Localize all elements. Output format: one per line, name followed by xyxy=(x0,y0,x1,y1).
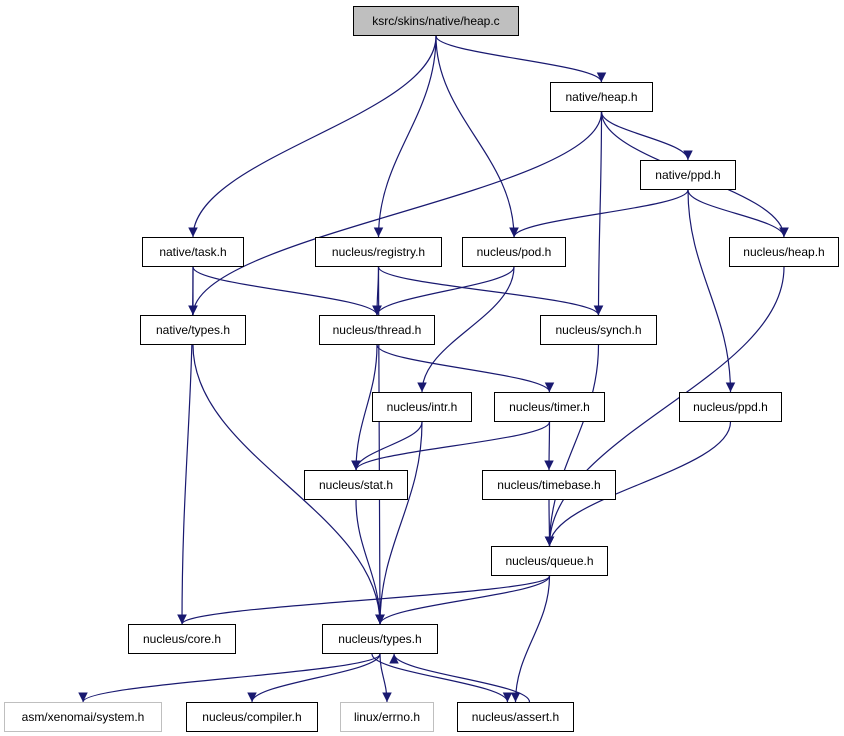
edge-nucleus-queue-h-to-nucleus-core-h xyxy=(177,575,551,625)
edge-nucleus-timebase-h-to-nucleus-queue-h xyxy=(544,499,555,547)
edge-nucleus-types-h-to-asm-system-h xyxy=(78,653,381,703)
node-nucleus-thread-h[interactable]: nucleus/thread.h xyxy=(319,315,435,345)
edge-nucleus-thread-h-to-nucleus-stat-h xyxy=(351,344,378,471)
node-linux-errno-h: linux/errno.h xyxy=(340,702,434,732)
edge-nucleus-queue-h-to-nucleus-types-h xyxy=(375,575,551,625)
edge-nucleus-timer-h-to-nucleus-timebase-h xyxy=(544,421,554,471)
node-native-ppd-h[interactable]: native/ppd.h xyxy=(640,160,736,190)
edge-nucleus-synch-h-to-nucleus-queue-h xyxy=(544,344,600,547)
edge-nucleus-types-h-to-linux-errno-h xyxy=(379,653,392,703)
node-asm-xenomai-system-h: asm/xenomai/system.h xyxy=(4,702,162,732)
edge-nucleus-ppd-h-to-nucleus-queue-h xyxy=(544,421,732,547)
edge-nucleus-types-h-to-nucleus-assert-h xyxy=(371,653,513,703)
node-nucleus-timer-h[interactable]: nucleus/timer.h xyxy=(494,392,605,422)
node-native-heap-h[interactable]: native/heap.h xyxy=(550,82,653,112)
edge-nucleus-assert-h-to-nucleus-types-h xyxy=(389,653,531,703)
node-heap-c[interactable]: ksrc/skins/native/heap.c xyxy=(353,6,519,36)
edge-nucleus-pod-h-to-nucleus-thread-h xyxy=(372,266,515,316)
edge-heap-c-to-native-heap-h xyxy=(435,35,607,83)
node-nucleus-stat-h[interactable]: nucleus/stat.h xyxy=(304,470,408,500)
edge-nucleus-stat-h-to-nucleus-types-h xyxy=(355,499,385,625)
edge-heap-c-to-nucleus-registry-h xyxy=(373,35,437,238)
node-native-types-h[interactable]: native/types.h xyxy=(140,315,246,345)
edge-native-ppd-h-to-nucleus-heap-h xyxy=(687,189,789,238)
edge-nucleus-pod-h-to-nucleus-intr-h xyxy=(417,266,515,393)
edge-nucleus-queue-h-to-nucleus-assert-h xyxy=(510,575,551,703)
node-nucleus-intr-h[interactable]: nucleus/intr.h xyxy=(372,392,472,422)
node-nucleus-timebase-h[interactable]: nucleus/timebase.h xyxy=(482,470,616,500)
node-nucleus-compiler-h[interactable]: nucleus/compiler.h xyxy=(186,702,318,732)
node-nucleus-assert-h[interactable]: nucleus/assert.h xyxy=(457,702,574,732)
edge-native-types-h-to-nucleus-types-h xyxy=(192,344,385,625)
edge-nucleus-registry-h-to-nucleus-synch-h xyxy=(377,266,604,316)
edge-nucleus-types-h-to-nucleus-compiler-h xyxy=(247,653,381,703)
node-native-task-h[interactable]: native/task.h xyxy=(142,237,244,267)
node-nucleus-core-h[interactable]: nucleus/core.h xyxy=(128,624,236,654)
edge-layer xyxy=(78,35,789,703)
edge-native-task-h-to-nucleus-thread-h xyxy=(192,266,382,316)
edge-native-heap-h-to-native-types-h xyxy=(188,111,603,316)
node-nucleus-queue-h[interactable]: nucleus/queue.h xyxy=(491,546,608,576)
node-nucleus-registry-h[interactable]: nucleus/registry.h xyxy=(315,237,442,267)
edge-nucleus-intr-h-to-nucleus-types-h xyxy=(375,421,423,625)
edge-nucleus-thread-h-to-nucleus-timer-h xyxy=(376,344,555,393)
edge-heap-c-to-native-task-h xyxy=(188,35,437,238)
node-nucleus-types-h[interactable]: nucleus/types.h xyxy=(322,624,438,654)
node-nucleus-pod-h[interactable]: nucleus/pod.h xyxy=(462,237,566,267)
node-nucleus-ppd-h[interactable]: nucleus/ppd.h xyxy=(679,392,782,422)
edge-nucleus-timer-h-to-nucleus-stat-h xyxy=(351,421,551,471)
edge-native-ppd-h-to-nucleus-pod-h xyxy=(509,189,689,238)
edge-native-ppd-h-to-nucleus-ppd-h xyxy=(687,189,736,393)
node-nucleus-synch-h[interactable]: nucleus/synch.h xyxy=(540,315,657,345)
node-nucleus-heap-h[interactable]: nucleus/heap.h xyxy=(729,237,839,267)
edge-heap-c-to-nucleus-pod-h xyxy=(435,35,519,238)
edge-nucleus-heap-h-to-nucleus-queue-h xyxy=(544,266,785,547)
edge-native-heap-h-to-native-ppd-h xyxy=(600,111,693,161)
